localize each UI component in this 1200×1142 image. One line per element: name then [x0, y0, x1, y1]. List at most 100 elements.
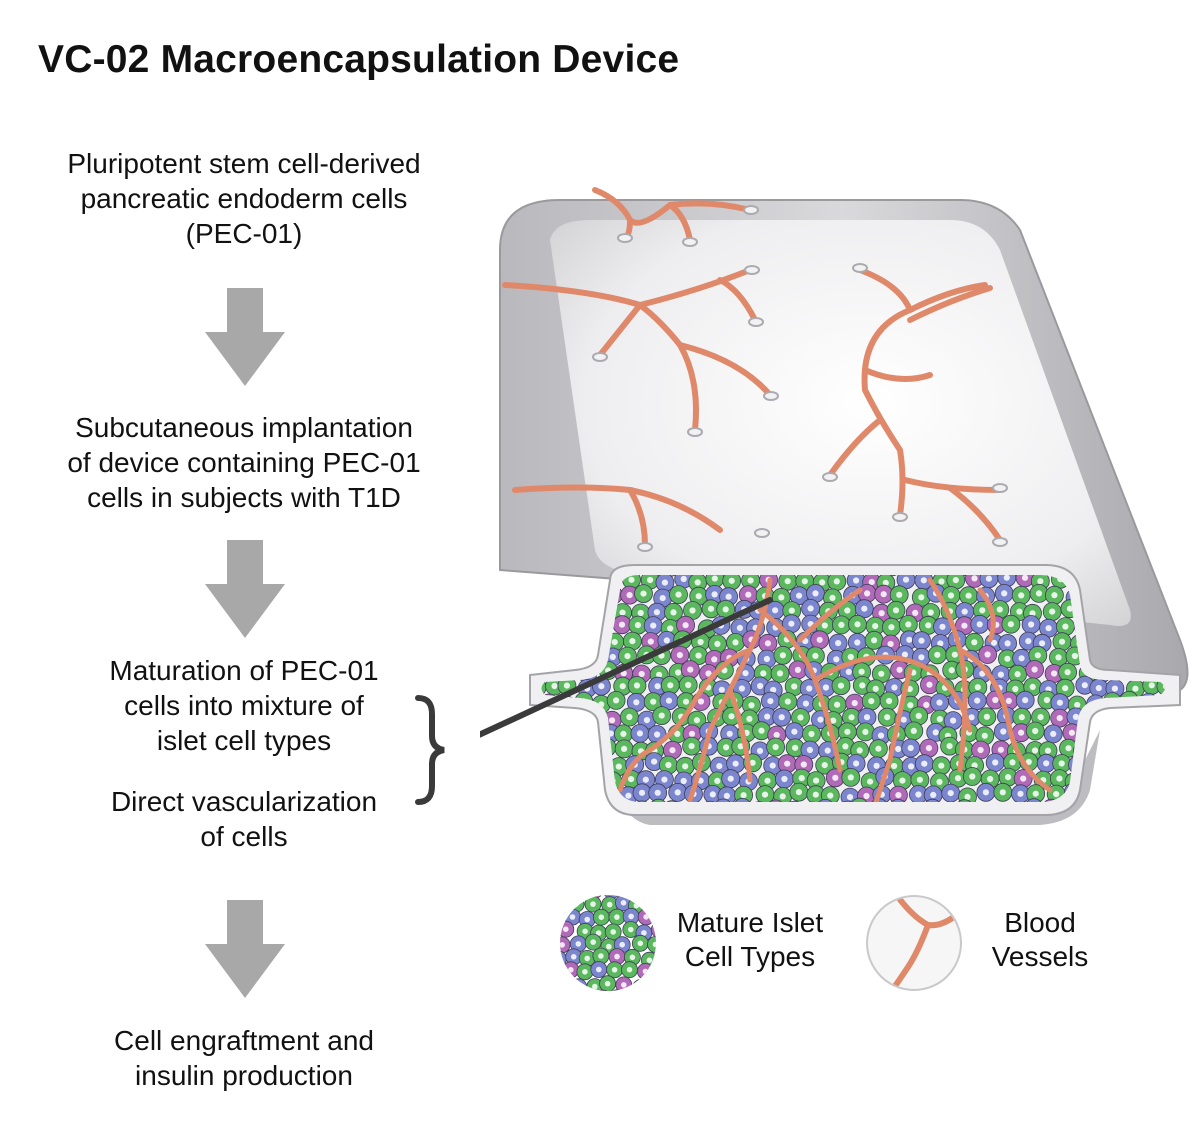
cell-nucleus	[779, 793, 786, 800]
cell	[1170, 572, 1188, 590]
cell-nucleus	[560, 899, 565, 906]
cell	[1024, 798, 1044, 802]
cell-nucleus	[1064, 669, 1071, 676]
cell-nucleus	[1053, 791, 1060, 798]
cell	[546, 786, 565, 802]
cell-nucleus	[609, 717, 616, 724]
cell	[551, 647, 571, 667]
cell-nucleus	[656, 671, 663, 678]
cell-nucleus	[829, 594, 836, 601]
cell-nucleus	[1056, 715, 1063, 722]
cell-nucleus	[952, 577, 959, 584]
cell-nucleus	[983, 713, 990, 720]
cell-nucleus	[798, 775, 805, 782]
cell-nucleus	[1148, 746, 1155, 753]
cell-nucleus	[907, 744, 914, 752]
cell-nucleus	[1014, 671, 1021, 678]
cell	[575, 616, 595, 636]
cell	[1185, 768, 1200, 786]
cell-nucleus	[1009, 759, 1016, 766]
cell-nucleus	[1032, 727, 1039, 735]
cell-nucleus	[797, 714, 804, 721]
cell-nucleus	[1176, 578, 1182, 584]
cell-nucleus	[556, 591, 563, 598]
cell	[1151, 711, 1165, 730]
cell	[541, 646, 551, 666]
cell-nucleus	[1161, 559, 1167, 565]
cell-nucleus	[872, 685, 879, 692]
cell-nucleus	[863, 714, 871, 721]
cell-nucleus	[563, 682, 570, 689]
cell-nucleus	[590, 901, 596, 907]
cell-nucleus	[519, 730, 525, 736]
cell-nucleus	[761, 791, 769, 798]
cell-nucleus	[990, 639, 998, 646]
cell-nucleus	[619, 683, 626, 690]
cell	[650, 921, 656, 938]
cell	[562, 723, 582, 742]
cell	[1184, 584, 1200, 602]
cell-nucleus	[1169, 743, 1175, 749]
cell	[1131, 710, 1151, 730]
cell-nucleus	[1193, 717, 1199, 723]
cell	[560, 614, 580, 634]
cell-nucleus	[528, 575, 534, 581]
cell-nucleus	[650, 698, 657, 705]
cell	[555, 633, 575, 652]
device-illustration	[480, 187, 1200, 825]
cell-nucleus	[778, 714, 785, 721]
cell-nucleus	[1179, 622, 1185, 628]
cell-nucleus	[1147, 762, 1154, 770]
cell-nucleus	[971, 575, 978, 582]
cell-nucleus	[723, 792, 730, 800]
cell	[560, 895, 561, 897]
cell-nucleus	[577, 712, 584, 719]
cell-nucleus	[521, 792, 527, 798]
cell-nucleus	[1055, 654, 1062, 661]
step-engraftment: Cell engraftment and insulin production	[114, 1025, 374, 1091]
cell-nucleus	[921, 760, 928, 767]
cell-nucleus	[880, 591, 887, 598]
cell-nucleus	[784, 760, 791, 767]
cell-nucleus	[987, 775, 994, 783]
cell	[516, 650, 534, 668]
cell-nucleus	[711, 591, 718, 598]
cell-nucleus	[640, 590, 647, 597]
cell-nucleus	[1028, 621, 1035, 628]
cell-nucleus	[974, 697, 981, 704]
cell-nucleus	[1190, 590, 1196, 596]
cell-nucleus	[912, 609, 919, 616]
cell-nucleus	[1035, 590, 1043, 597]
cell-nucleus	[906, 636, 913, 643]
cell	[1143, 722, 1163, 741]
cell	[1182, 726, 1200, 744]
cell-nucleus	[756, 747, 764, 755]
cell-nucleus	[1050, 730, 1057, 738]
cell-nucleus	[1049, 608, 1056, 615]
page-title: VC-02 Macroencapsulation Device	[38, 38, 680, 81]
cell-nucleus	[579, 759, 586, 767]
cell	[1164, 782, 1165, 802]
cell	[1187, 711, 1200, 729]
cell	[571, 989, 580, 991]
cell-nucleus	[854, 621, 861, 628]
cell-nucleus	[901, 651, 908, 658]
cell-nucleus	[685, 681, 692, 689]
cell-nucleus	[682, 622, 689, 629]
cell	[713, 798, 733, 802]
cell-nucleus	[584, 606, 591, 614]
cell	[700, 800, 720, 802]
cell-nucleus	[723, 744, 730, 751]
cell-nucleus	[794, 666, 801, 673]
cell-nucleus	[604, 980, 611, 987]
cell-nucleus	[984, 651, 991, 658]
cell	[562, 599, 581, 619]
cell-nucleus	[938, 762, 945, 769]
cell-nucleus	[551, 682, 558, 690]
cell-nucleus	[764, 777, 771, 784]
cell-nucleus	[848, 714, 855, 721]
cell-nucleus	[592, 983, 598, 990]
cell	[1110, 801, 1130, 802]
cell-nucleus	[667, 625, 674, 632]
cell-nucleus	[628, 913, 634, 920]
